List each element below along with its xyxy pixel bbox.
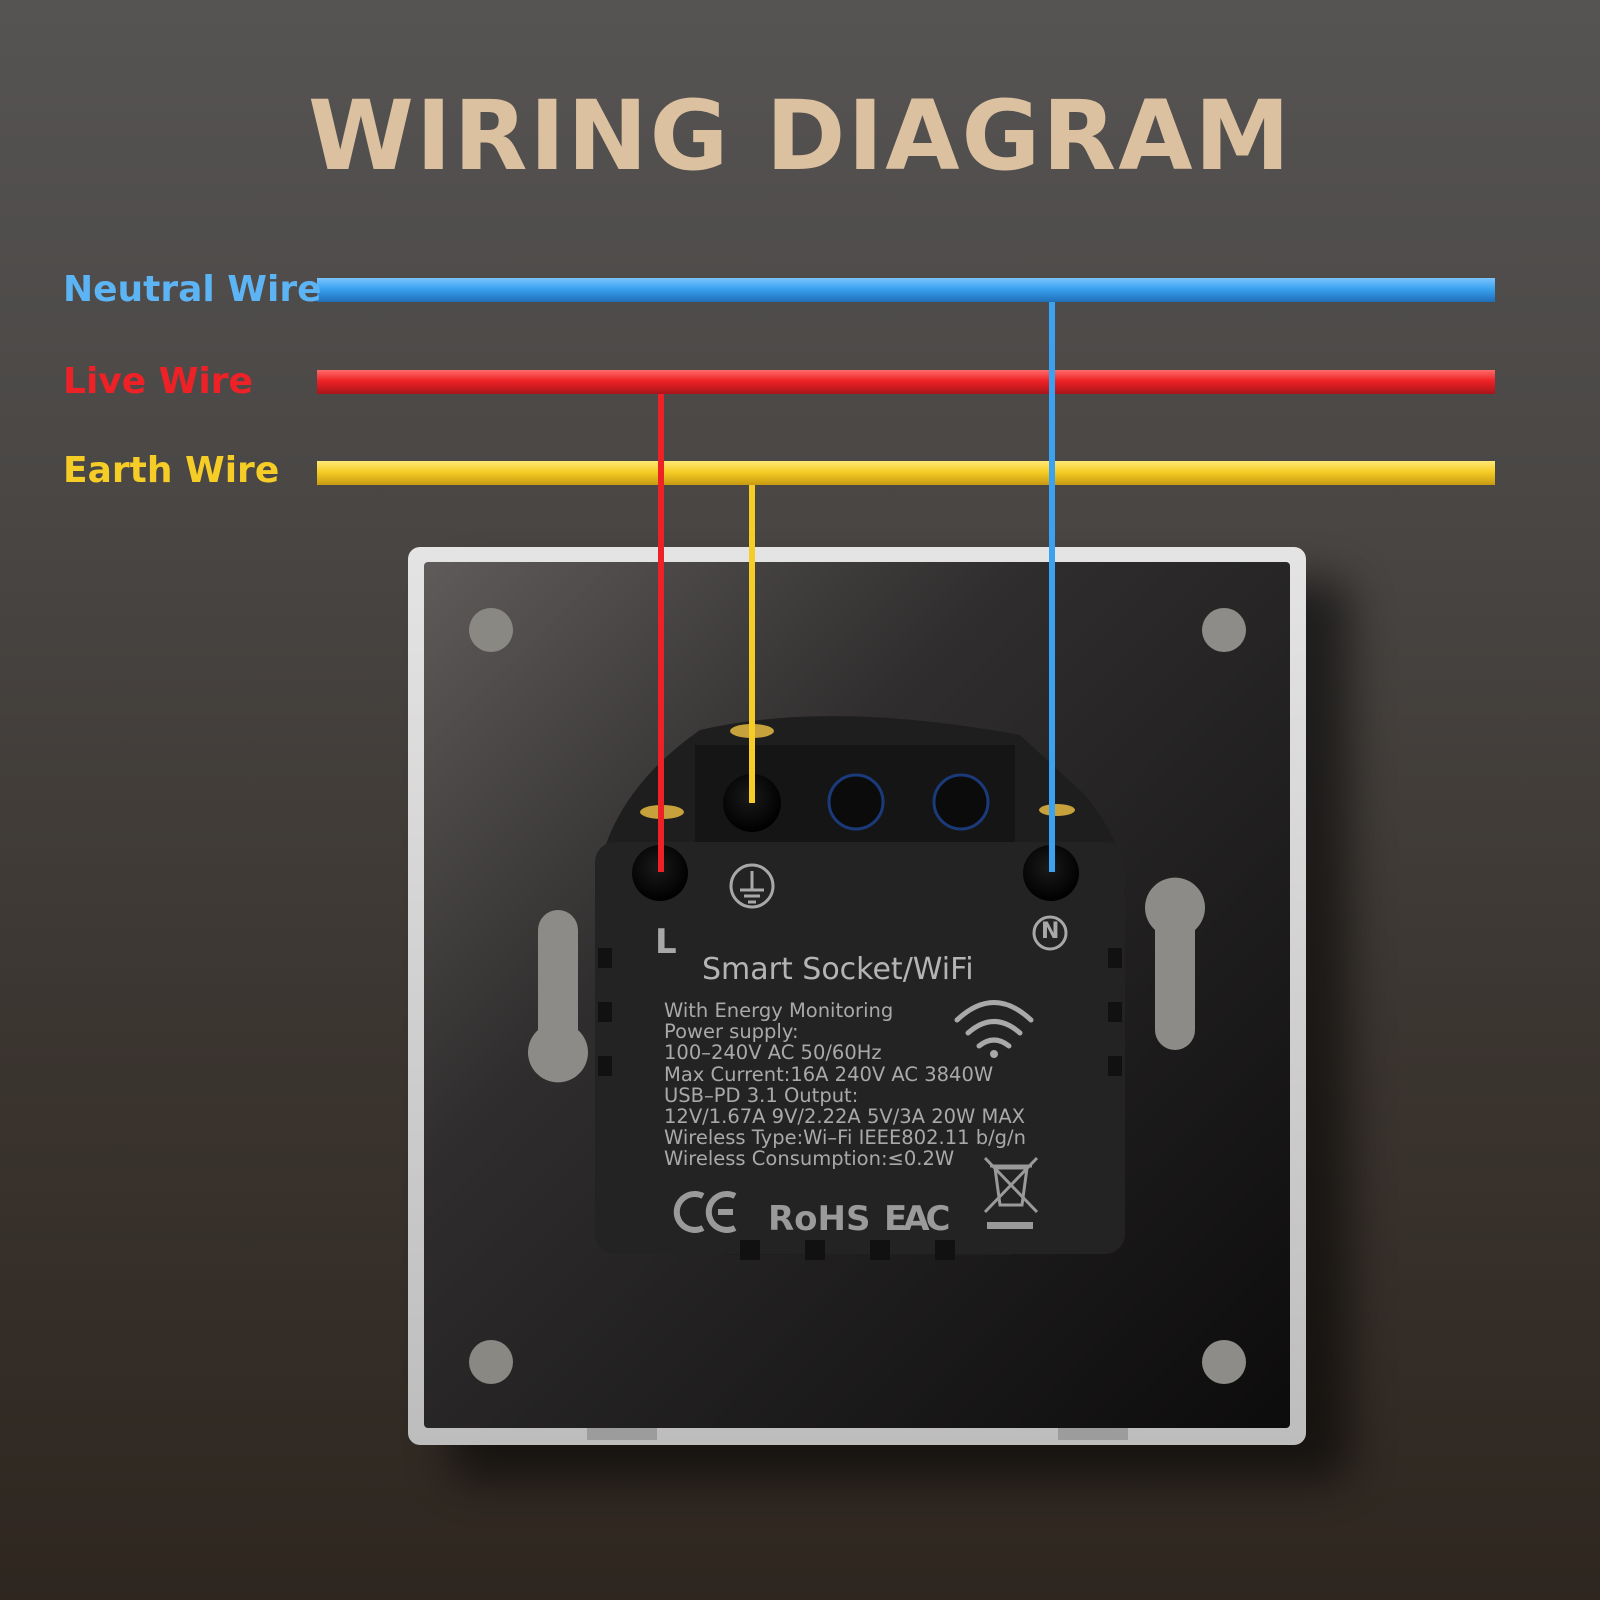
brass-screw	[1039, 804, 1075, 816]
frame-notch	[1058, 1428, 1128, 1440]
page-title: WIRING DIAGRAM	[307, 80, 1293, 192]
terminal-live	[632, 845, 688, 901]
earth-wire	[317, 461, 1495, 485]
live-wire	[317, 370, 1495, 394]
neutral-wire	[317, 278, 1495, 302]
eac-mark: EAC	[884, 1199, 950, 1239]
live-wire-label: Live Wire	[63, 361, 253, 402]
wifi-icon	[954, 1000, 1034, 1058]
live-drop-wire	[658, 394, 664, 872]
spec-line: Max Current:16A 240V AC 3840W	[664, 1062, 994, 1086]
vent-ridges	[598, 948, 1122, 1260]
screw-hole	[469, 608, 513, 652]
spec-line: USB–PD 3.1 Output:	[664, 1083, 859, 1107]
product-name: Smart Socket/WiFi	[702, 952, 974, 987]
screw-hole	[1202, 1340, 1246, 1384]
terminal-aux	[932, 773, 990, 831]
spec-list: With Energy Monitoring Power supply: 100…	[664, 1000, 1084, 1170]
ground-symbol-icon	[729, 863, 775, 909]
terminal-neutral-label: N	[1041, 919, 1060, 944]
rohs-mark: RoHS	[768, 1199, 871, 1239]
terminal-aux	[827, 773, 885, 831]
earth-drop-wire	[749, 485, 755, 803]
terminal-live-label: L	[655, 922, 677, 962]
screw-hole	[1202, 608, 1246, 652]
neutral-drop-wire	[1049, 302, 1055, 872]
spec-line: Wireless Consumption:≤0.2W	[664, 1147, 955, 1171]
module-front-panel	[595, 842, 1125, 1254]
spec-line: Wireless Type:Wi–Fi IEEE802.11 b/g/n	[664, 1126, 1026, 1150]
neutral-wire-label: Neutral Wire	[63, 269, 322, 310]
terminal-neutral	[1023, 845, 1079, 901]
screw-hole	[469, 1340, 513, 1384]
spec-line: Power supply:	[664, 1020, 799, 1044]
mounting-slot-right	[1145, 877, 1206, 1050]
frame-notch	[587, 1428, 657, 1440]
spec-line: 12V/1.67A 9V/2.22A 5V/3A 20W MAX	[664, 1105, 1026, 1129]
ce-mark-icon	[673, 1191, 737, 1233]
mounting-slot-left	[528, 910, 589, 1083]
neutral-circle	[1032, 915, 1068, 951]
earth-wire-label: Earth Wire	[63, 450, 280, 491]
weee-bin-icon	[983, 1156, 1039, 1229]
spec-line: 100–240V AC 50/60Hz	[664, 1041, 882, 1065]
spec-line: With Energy Monitoring	[664, 999, 894, 1022]
